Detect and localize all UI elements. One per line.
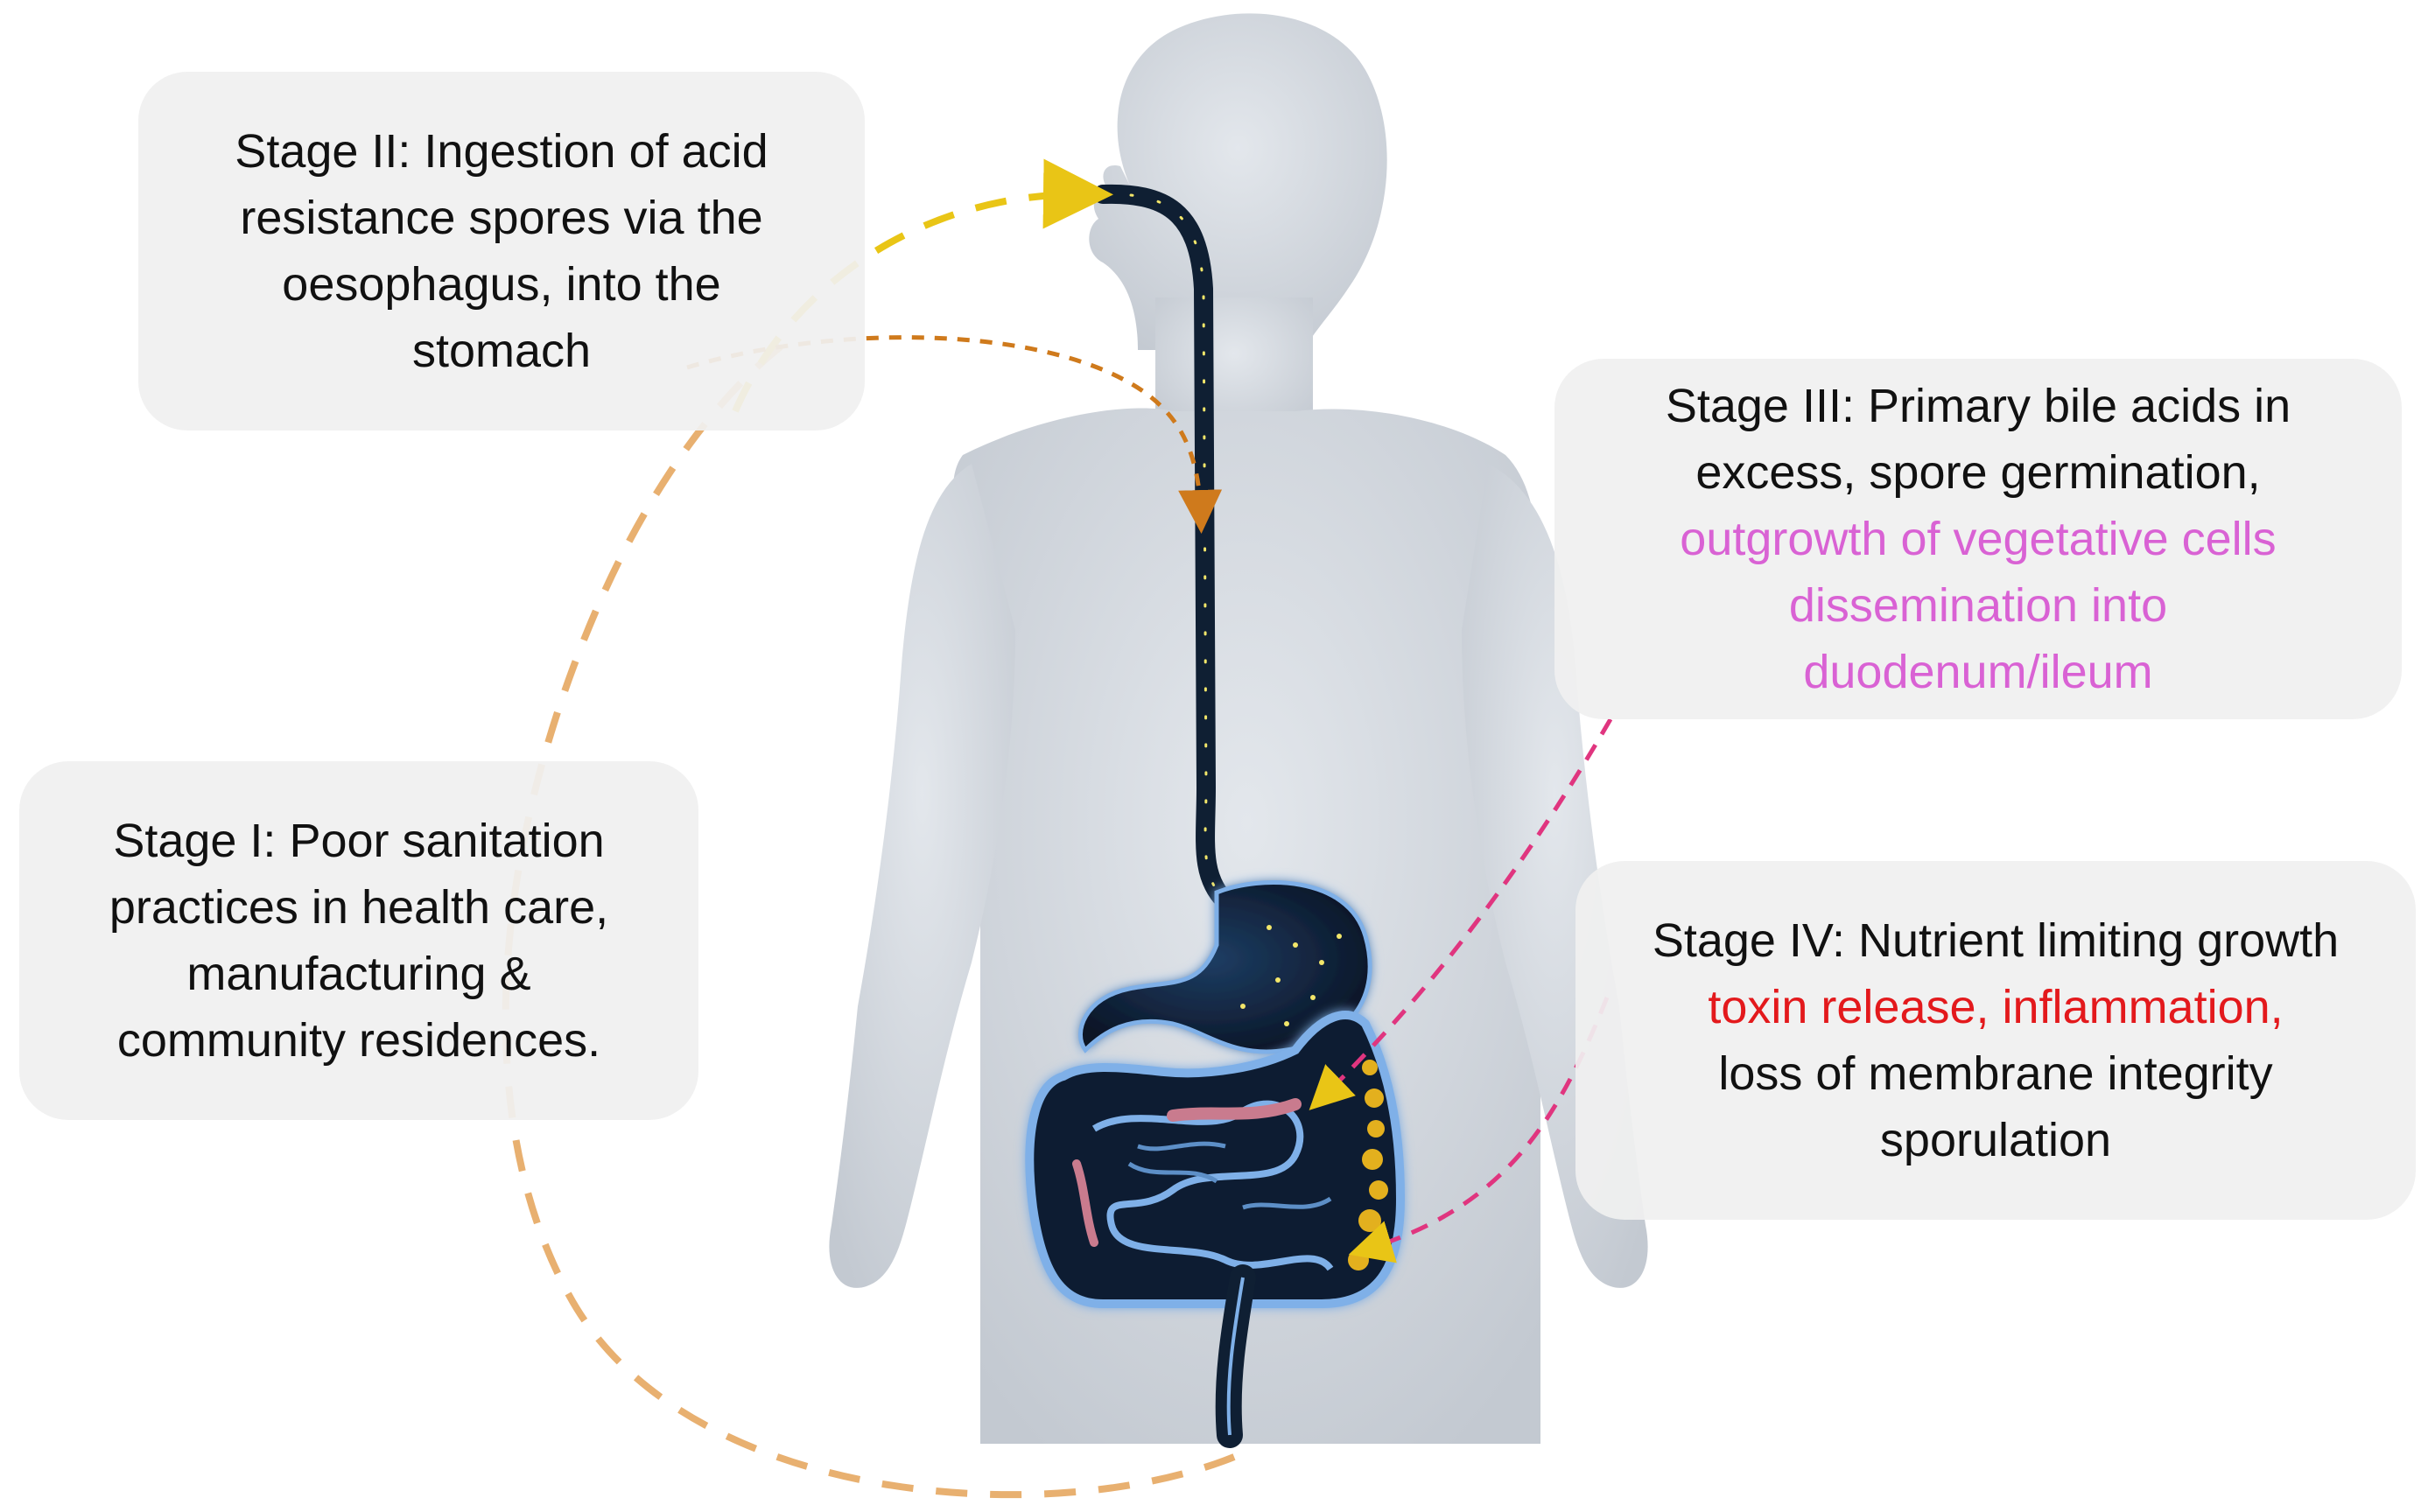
stage-1-line: practices in health care, bbox=[109, 881, 609, 934]
stage-3-line: dissemination into bbox=[1788, 579, 2168, 632]
stage-4-line: sporulation bbox=[1879, 1114, 2112, 1166]
stage-1-box: Stage I: Poor sanitation practices in he… bbox=[19, 761, 698, 1120]
stage-1-line: Stage I: Poor sanitation bbox=[113, 815, 605, 867]
stage-3-line: Stage III: Primary bile acids in bbox=[1665, 380, 2291, 432]
stage-4-line: toxin release, inflammation, bbox=[1708, 981, 2284, 1033]
stage-1-line: manufacturing & bbox=[186, 948, 531, 1000]
stage-3-line: excess, spore germination, bbox=[1695, 446, 2261, 499]
gi-tract bbox=[1025, 184, 1406, 1448]
stage-2-line: stomach bbox=[411, 325, 592, 377]
stage-3-line: outgrowth of vegetative cells bbox=[1680, 513, 2277, 565]
arrow-stage4-to-colon bbox=[1348, 997, 1610, 1264]
stage-3-line: duodenum/ileum bbox=[1803, 646, 2153, 698]
stage-4-line: Stage IV: Nutrient limiting growth bbox=[1652, 914, 2340, 967]
arrow-stage3-to-intestine bbox=[1309, 718, 1613, 1110]
stage-2-line: oesophagus, into the bbox=[282, 258, 721, 311]
stage-2-line: Stage II: Ingestion of acid bbox=[235, 125, 768, 178]
stage-2-line: resistance spores via the bbox=[240, 192, 763, 244]
stage-4-box: Stage IV: Nutrient limiting growth toxin… bbox=[1575, 861, 2416, 1220]
stage-4-line: loss of membrane integrity bbox=[1718, 1047, 2273, 1100]
stage-1-line: community residences. bbox=[116, 1014, 601, 1067]
stage-2-box: Stage II: Ingestion of acid resistance s… bbox=[138, 72, 865, 430]
stage-3-box: Stage III: Primary bile acids in excess,… bbox=[1554, 359, 2402, 719]
